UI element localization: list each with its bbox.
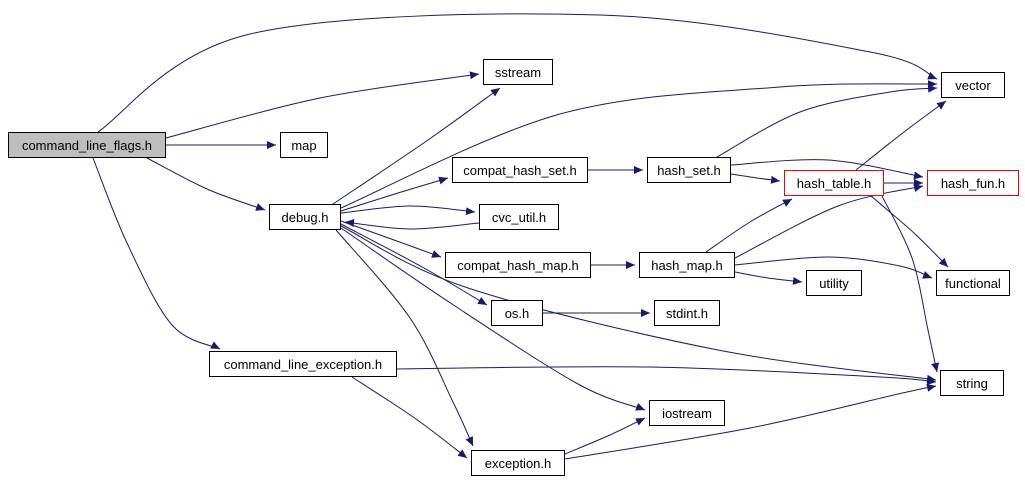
node-string: string	[940, 370, 1004, 396]
edge-hash_set-to-hash_table	[730, 173, 781, 184]
edge-exception-to-iostream	[564, 417, 646, 455]
edge-debug-to-iostream	[340, 227, 646, 411]
edge-debug-to-compat_hash_set	[340, 176, 449, 212]
node-vector: vector	[941, 72, 1005, 98]
edge-debug-to-cvc_util	[340, 205, 476, 216]
node-debug[interactable]: debug.h	[269, 204, 341, 230]
edge-cvc_util-to-debug	[344, 218, 480, 230]
node-command_line_flags: command_line_flags.h	[8, 132, 166, 158]
edge-command_line_flags-to-command_line_exception	[92, 157, 221, 350]
edge-command_line_exception-to-string	[396, 366, 937, 386]
node-compat_hash_map[interactable]: compat_hash_map.h	[445, 252, 591, 278]
edge-exception-to-string	[564, 383, 937, 460]
edge-hash_table-to-string	[881, 195, 940, 373]
edge-hash_table-to-vector	[855, 100, 947, 171]
node-hash_set[interactable]: hash_set.h	[647, 157, 731, 183]
node-iostream: iostream	[649, 400, 725, 426]
edge-debug-to-vector	[340, 80, 938, 209]
node-hash_map[interactable]: hash_map.h	[639, 252, 735, 278]
node-hash_table[interactable]: hash_table.h	[784, 170, 884, 196]
edge-command_line_flags-to-sstream	[165, 71, 480, 139]
edge-debug-to-string	[340, 225, 937, 383]
edge-command_line_flags-to-debug	[146, 157, 266, 211]
node-stdint: stdint.h	[654, 300, 720, 326]
edge-hash_map-to-hash_table	[705, 198, 793, 253]
edge-hash_table-to-functional	[870, 195, 949, 268]
node-utility: utility	[806, 270, 862, 296]
edge-command_line_flags-to-vector	[97, 13, 938, 133]
node-command_line_exception[interactable]: command_line_exception.h	[209, 351, 397, 377]
edge-hash_set-to-hash_fun	[730, 159, 924, 180]
edge-hash_map-to-hash_fun	[734, 184, 924, 259]
node-exception[interactable]: exception.h	[471, 450, 565, 476]
edge-debug-to-sstream	[332, 87, 501, 205]
edge-hash_map-to-functional	[734, 256, 933, 279]
node-hash_fun[interactable]: hash_fun.h	[927, 170, 1019, 196]
node-sstream: sstream	[483, 59, 553, 85]
node-compat_hash_set[interactable]: compat_hash_set.h	[452, 157, 588, 183]
node-cvc_util[interactable]: cvc_util.h	[479, 204, 559, 230]
edge-debug-to-exception	[335, 229, 474, 447]
node-functional: functional	[936, 270, 1010, 296]
edge-hash_set-to-vector	[716, 84, 938, 158]
edge-command_line_exception-to-exception	[351, 376, 468, 459]
edge-debug-to-compat_hash_map	[340, 220, 442, 258]
node-map: map	[280, 132, 328, 158]
node-os[interactable]: os.h	[491, 300, 543, 326]
edge-hash_map-to-utility	[734, 271, 803, 285]
edge-debug-to-os	[340, 223, 488, 306]
